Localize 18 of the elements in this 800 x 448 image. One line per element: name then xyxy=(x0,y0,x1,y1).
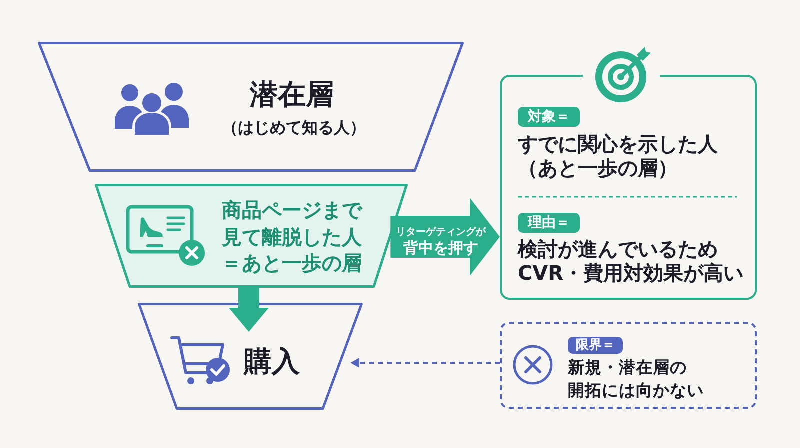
info-card xyxy=(500,322,757,409)
category-tag: 対象＝ xyxy=(518,107,580,127)
stage-title: 購入 xyxy=(244,345,300,379)
funnel-stage xyxy=(38,42,464,172)
block-arrow xyxy=(229,288,269,332)
description-text: 検討が進んでいるためCVR・費用対効果が高い xyxy=(518,237,745,285)
description-text: 新規・潜在層の開拓には向かない xyxy=(568,357,705,402)
stage-subtitle: （はじめて知る人） xyxy=(222,118,366,138)
dashed-arrow xyxy=(350,358,500,368)
info-card xyxy=(500,75,757,300)
funnel-stage xyxy=(138,303,363,410)
stage-description: 商品ページまで見て離脱した人＝あと一歩の層 xyxy=(222,197,364,276)
category-tag: 理由＝ xyxy=(518,213,580,233)
edge-label: リターゲティングが背中を押す xyxy=(395,226,488,257)
block-arrow xyxy=(390,198,500,276)
stage-title: 潜在層 xyxy=(250,78,334,112)
category-tag: 限界＝ xyxy=(568,337,623,354)
description-text: すでに関心を示した人（あと一歩の層） xyxy=(518,132,719,180)
